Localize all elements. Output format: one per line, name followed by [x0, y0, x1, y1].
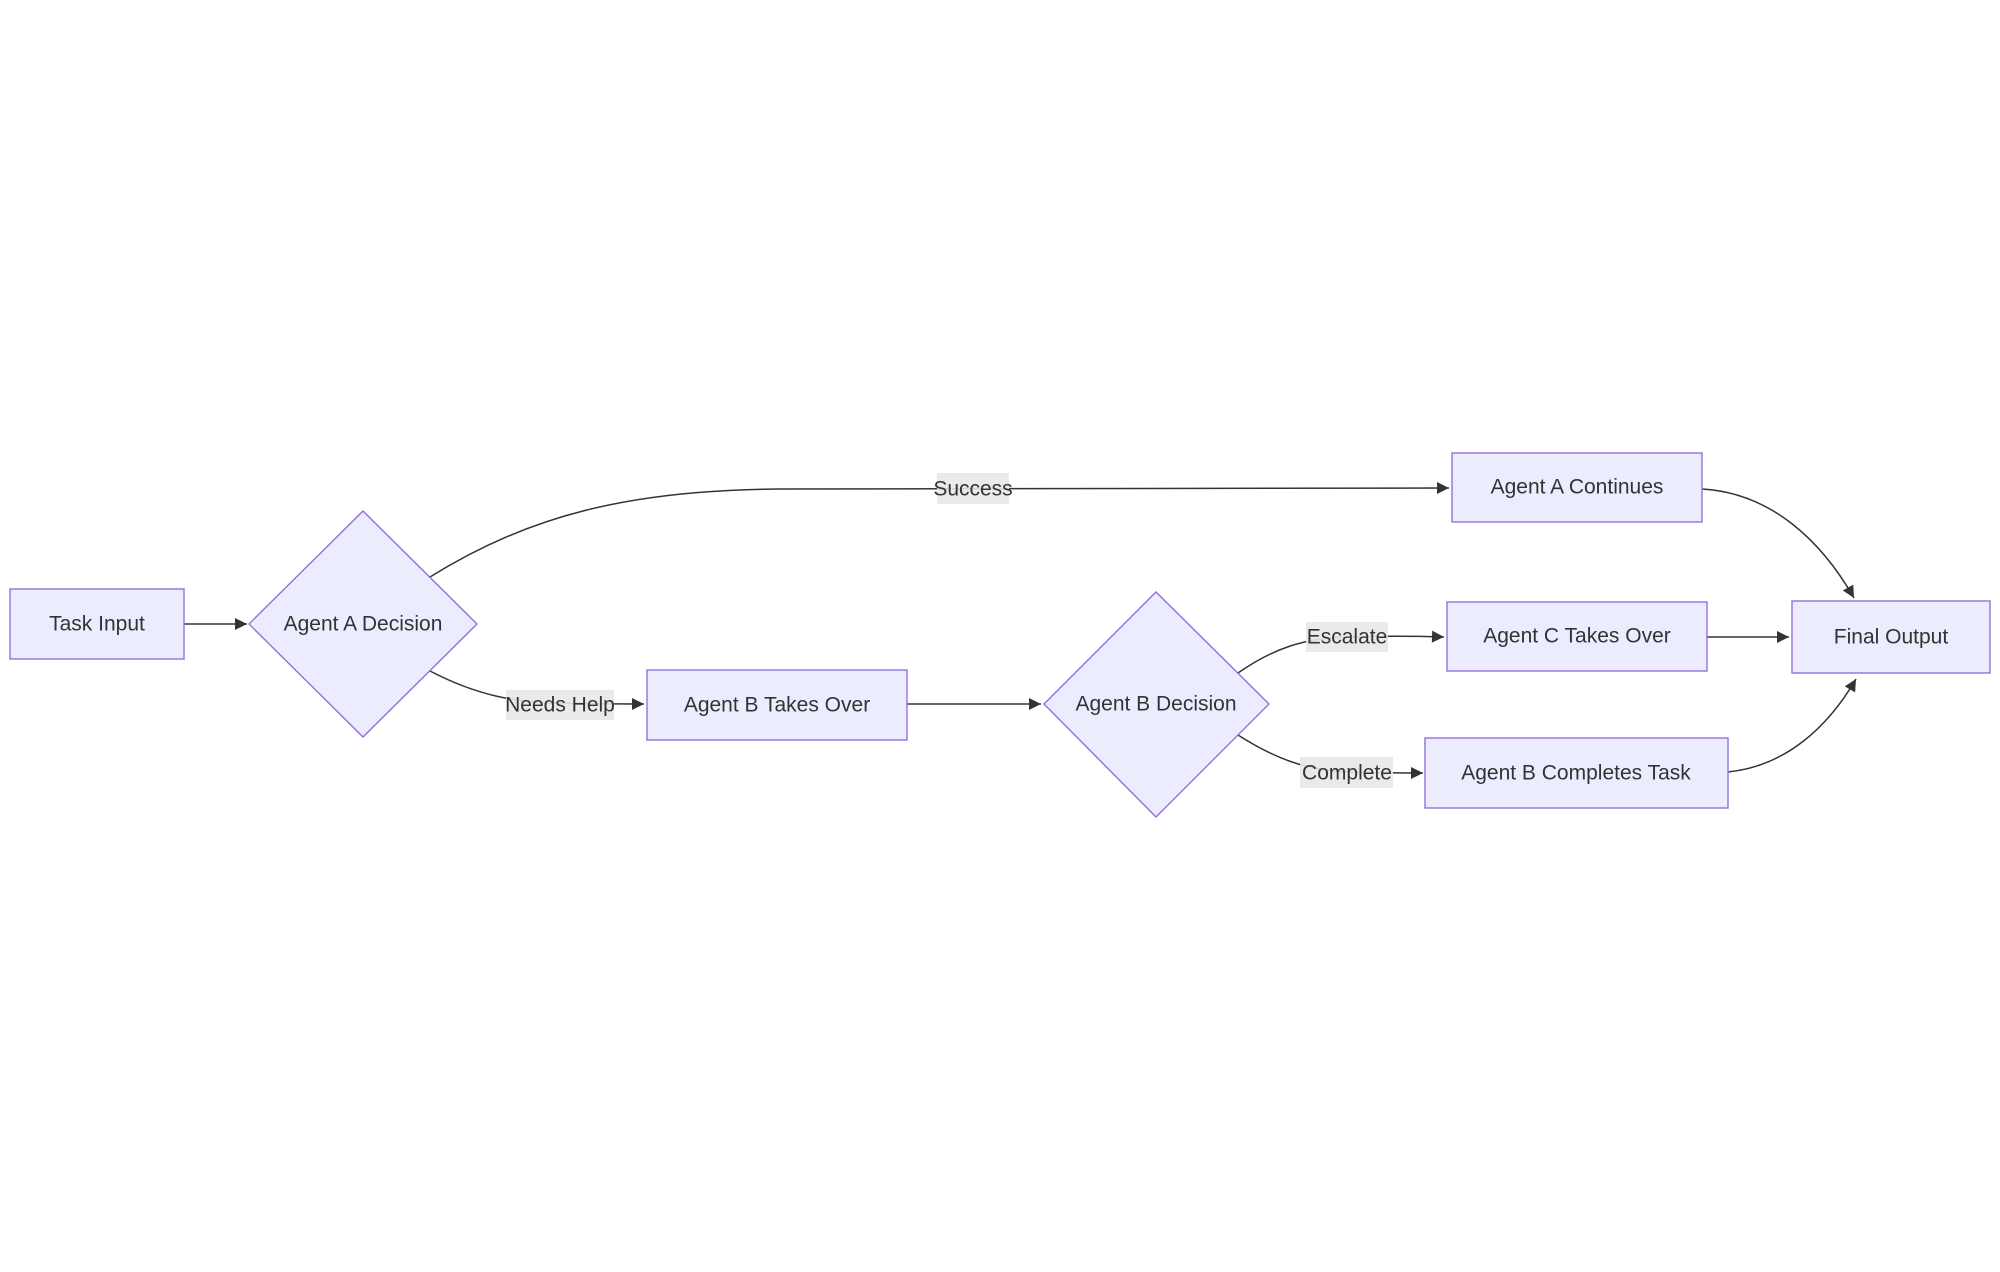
node-task-input: Task Input [9, 588, 185, 660]
edge-label-escalate-bg [1306, 622, 1388, 652]
edge-label-needs-help-bg [506, 690, 614, 720]
node-task-input-shape [9, 588, 185, 660]
node-agent-c-takes-over-label: Agent C Takes Over [1483, 625, 1671, 648]
edge-label-complete-text: Complete [1302, 762, 1392, 785]
node-final-output-shape [1791, 600, 1991, 674]
edge-label-escalate: Escalate [1306, 622, 1388, 652]
edge-agent-b-completes-task-to-final-output [1727, 678, 1857, 773]
node-agent-a-continues-shape [1451, 452, 1703, 523]
node-agent-c-takes-over-shape [1446, 601, 1708, 672]
edge-label-needs-help: Needs Help [505, 690, 615, 720]
node-agent-a-decision-label: Agent A Decision [284, 613, 443, 636]
node-agent-b-takes-over-label: Agent B Takes Over [684, 694, 870, 717]
edge-label-complete-bg [1300, 757, 1393, 788]
edge-label-complete: Complete [1300, 757, 1393, 788]
edge-label-success: Success [933, 473, 1013, 504]
node-agent-a-decision-shape [248, 510, 478, 738]
node-agent-c-takes-over: Agent C Takes Over [1446, 601, 1708, 672]
node-task-input-label: Task Input [49, 613, 145, 636]
node-agent-b-completes-task-label: Agent B Completes Task [1461, 762, 1691, 785]
node-agent-a-continues: Agent A Continues [1451, 452, 1703, 523]
edge-label-needs-help-text: Needs Help [505, 694, 615, 717]
nodes: Task Input Agent A Decision Agent A Cont… [9, 452, 1991, 818]
edge-labels: Success Needs Help Escalate Complete [505, 473, 1393, 788]
node-agent-b-decision-label: Agent B Decision [1075, 693, 1236, 716]
node-agent-b-decision-shape [1043, 591, 1270, 818]
edge-label-success-bg [937, 473, 1009, 504]
node-final-output: Final Output [1791, 600, 1991, 674]
edge-label-escalate-text: Escalate [1307, 626, 1388, 649]
node-agent-b-takes-over: Agent B Takes Over [646, 669, 908, 741]
node-agent-b-completes-task: Agent B Completes Task [1424, 737, 1729, 809]
node-final-output-label: Final Output [1834, 626, 1949, 649]
edge-label-success-text: Success [933, 478, 1012, 501]
node-agent-b-takes-over-shape [646, 669, 908, 741]
edge-agent-a-decision-to-agent-a-continues [429, 482, 1450, 578]
node-agent-a-decision: Agent A Decision [248, 510, 478, 738]
node-agent-b-completes-task-shape [1424, 737, 1729, 809]
edge-agent-a-continues-to-final-output [1701, 488, 1855, 599]
node-agent-a-continues-label: Agent A Continues [1491, 476, 1664, 499]
node-agent-b-decision: Agent B Decision [1043, 591, 1270, 818]
